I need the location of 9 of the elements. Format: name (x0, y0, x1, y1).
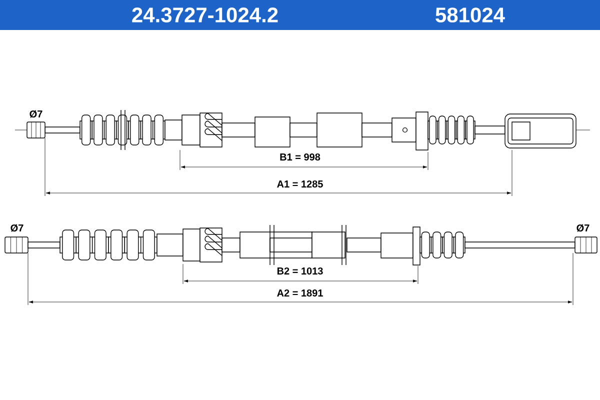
dimension-label: B2 = 1013 (276, 266, 324, 276)
part-number: 581024 (434, 6, 506, 24)
diameter-label: Ø7 (28, 109, 44, 119)
diameter-label: Ø7 (9, 223, 25, 233)
dimension-label: B1 = 998 (278, 152, 322, 162)
dimension-label: A1 = 1285 (276, 179, 324, 189)
dimension-label: A2 = 1891 (276, 288, 324, 298)
diameter-label: Ø7 (575, 223, 591, 233)
part-number: 24.3727-1024.2 (132, 8, 278, 22)
